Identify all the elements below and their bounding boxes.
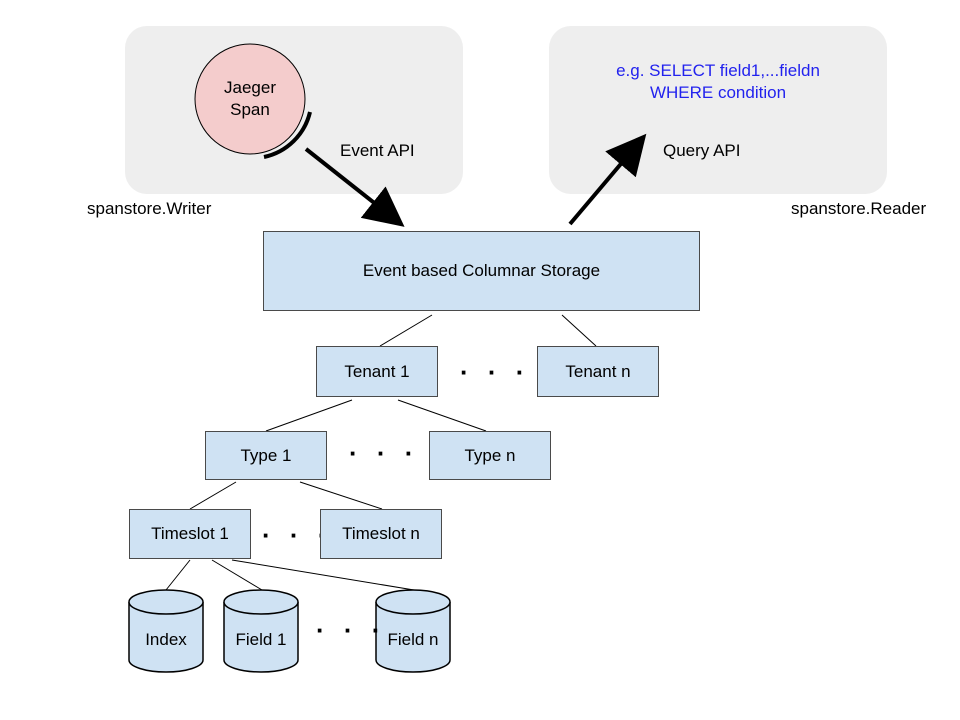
tenant-1-label: Tenant 1 [344,361,410,381]
type-n-box: Type n [429,431,551,480]
timeslot-n-box: Timeslot n [320,509,442,559]
jaeger-span-label: Jaeger Span [210,77,290,121]
query-line1: e.g. SELECT field1,...fieldn [616,61,820,80]
read-arrow [568,133,647,226]
query-api-label: Query API [663,141,741,160]
field-n-cylinder [375,589,451,673]
type-1-label: Type 1 [240,445,292,465]
index-label: Index [145,630,187,649]
jaeger-span-circle [194,43,306,155]
index-cylinder [128,589,204,673]
columnar-storage-box: Event based Columnar Storage [263,231,700,311]
tenant-ellipsis: · · · [460,357,531,387]
writer-name: spanstore.Writer [87,199,212,218]
timeslot-n-label: Timeslot n [342,524,420,543]
timeslot-ellipsis: · · · [262,520,333,550]
field-1-cylinder [223,589,299,673]
type-ellipsis: · · · [349,438,420,468]
jaeger-span-line1: Jaeger [224,78,276,97]
timeslot-1-box: Timeslot 1 [129,509,251,559]
field-1-label: Field 1 [235,630,287,649]
reader-name: spanstore.Reader [791,199,927,218]
write-arrow [304,147,405,227]
field-n-label: Field n [387,630,439,649]
event-api-label: Event API [340,141,415,160]
jaeger-span-line2: Span [230,100,270,119]
tenant-1-box: Tenant 1 [316,346,438,397]
columnar-storage-label: Event based Columnar Storage [362,261,601,280]
tenant-n-box: Tenant n [537,346,659,397]
event-api-socket [263,111,312,159]
query-example: e.g. SELECT field1,...fieldn WHERE condi… [570,60,866,104]
field-ellipsis: · · · [316,615,387,645]
type-n-label: Type n [464,445,516,465]
tenant-n-label: Tenant n [565,361,631,381]
timeslot-1-label: Timeslot 1 [151,524,229,543]
query-line2: WHERE condition [649,83,787,102]
type-1-box: Type 1 [205,431,327,480]
